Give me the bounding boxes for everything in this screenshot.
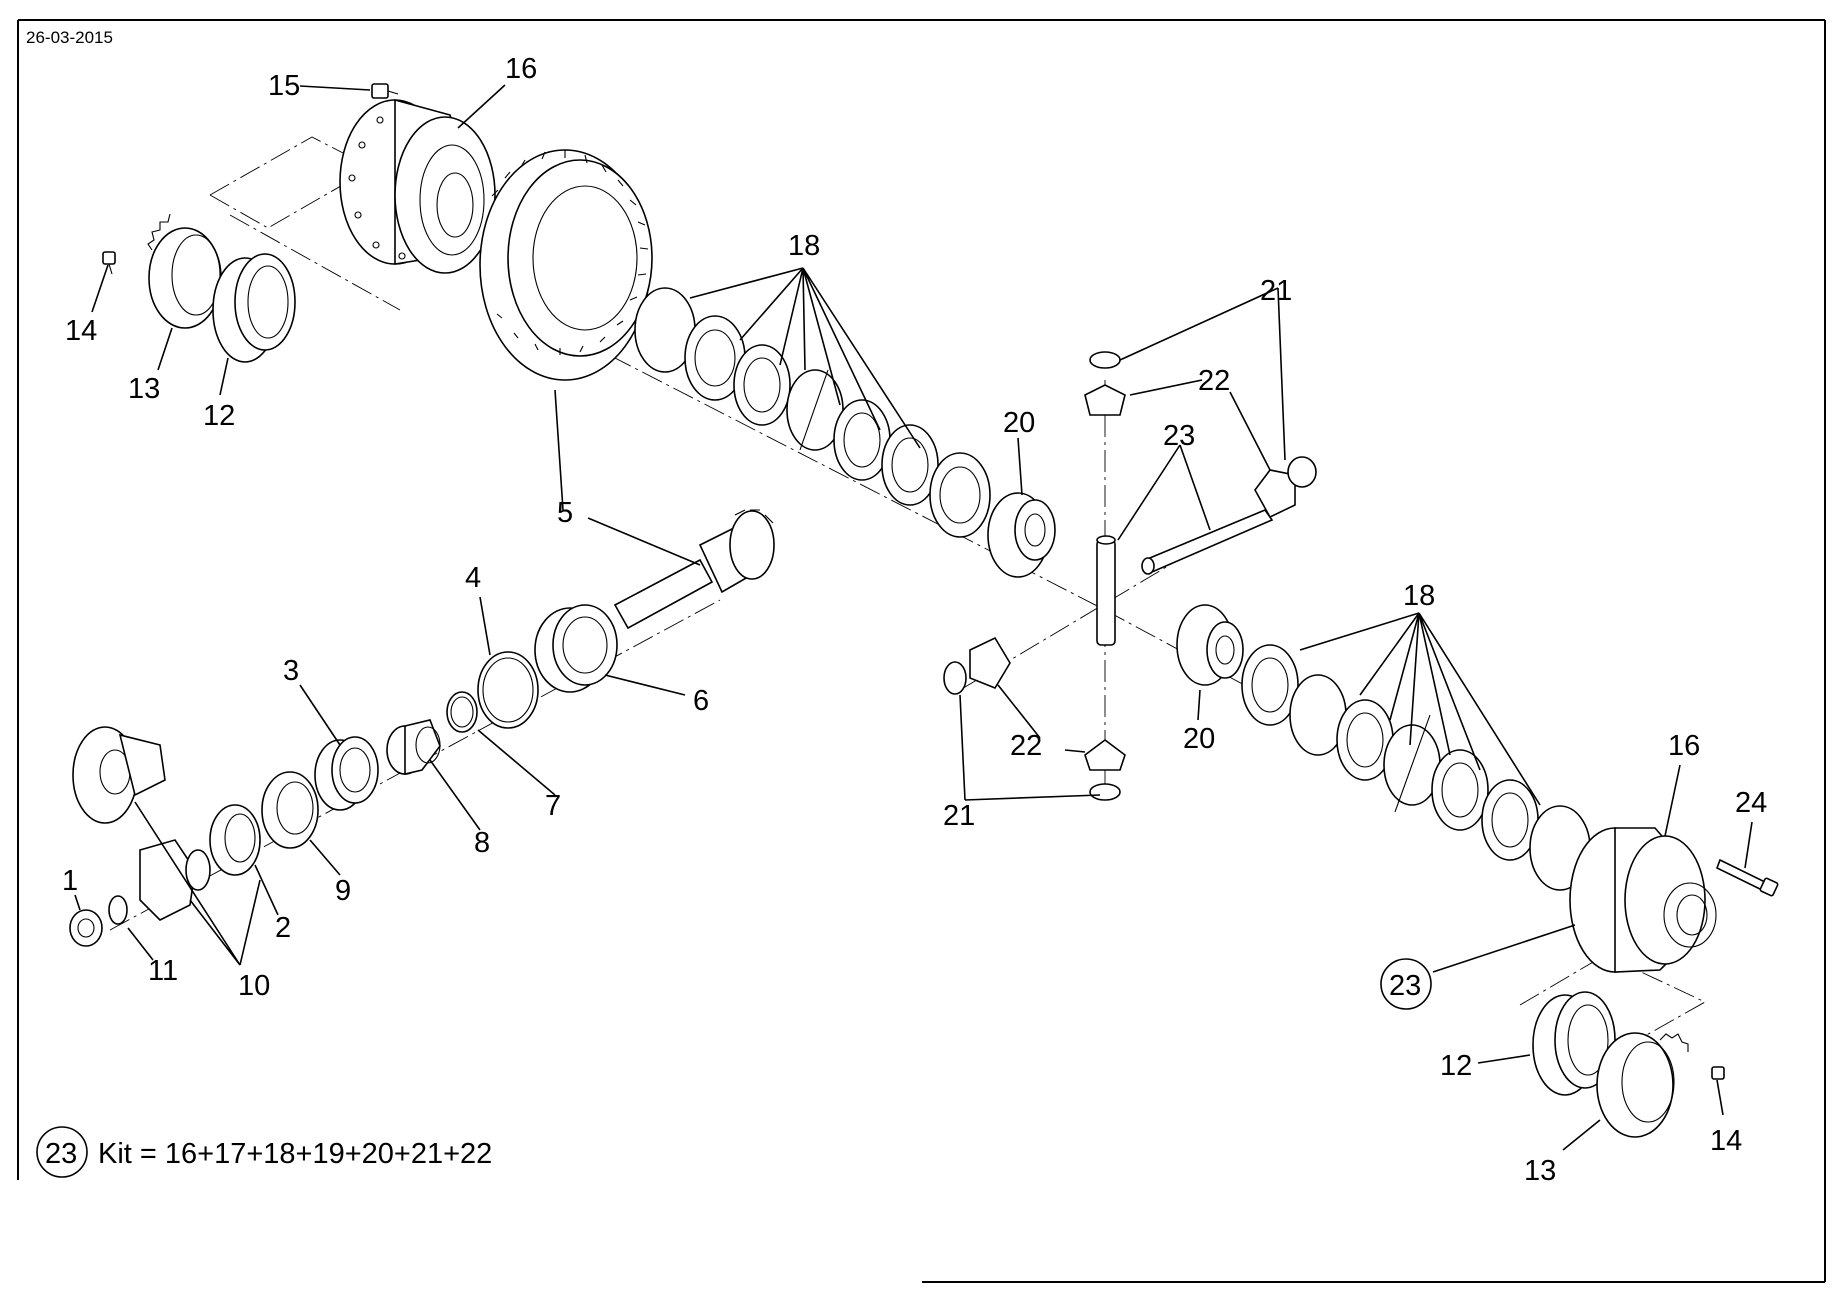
top-bolt-15 <box>371 83 399 99</box>
callout-22-top: 22 <box>1198 365 1230 397</box>
snap-ring-7 <box>446 691 478 733</box>
top-diff-housing-16 <box>339 98 496 274</box>
bottom-side-gear-20 <box>1176 604 1244 686</box>
kit-legend-number: 23 <box>45 1138 77 1170</box>
callout-5: 5 <box>557 497 573 529</box>
top-bearing-12 <box>212 253 296 363</box>
callout-16-bottom: 16 <box>1668 730 1700 762</box>
bottom-adjusting-nut-13 <box>1596 1032 1689 1138</box>
callout-11: 11 <box>148 955 178 987</box>
callout-18-bottom: 18 <box>1403 580 1435 612</box>
callout-24: 24 <box>1735 787 1767 819</box>
callout-6: 6 <box>693 685 709 717</box>
callout-4: 4 <box>465 562 481 594</box>
nut-1 <box>69 909 103 947</box>
bearing-3 <box>314 736 379 811</box>
top-disc-stack-18 <box>634 287 991 538</box>
callout-13-top: 13 <box>128 373 160 405</box>
callout-7: 7 <box>545 790 561 822</box>
kit-legend-circle <box>36 1126 88 1178</box>
callout-2: 2 <box>275 912 291 944</box>
callout-23-shaft: 23 <box>1163 420 1195 452</box>
callout-18-top: 18 <box>788 230 820 262</box>
o-ring-11 <box>108 895 128 925</box>
callout-10: 10 <box>238 970 270 1002</box>
bottom-screw-14 <box>1711 1066 1725 1080</box>
callout-labels: 15 16 14 13 12 18 20 21 22 23 5 4 6 3 7 … <box>62 53 1767 1187</box>
pinion-shaft <box>613 509 775 630</box>
callout-12-top: 12 <box>203 400 235 432</box>
center-lines <box>109 136 1706 1051</box>
kit-legend-text: Kit = 16+17+18+19+20+21+22 <box>98 1138 492 1170</box>
callout-15: 15 <box>268 70 300 102</box>
callout-21-bottom: 21 <box>943 800 975 832</box>
ring-gear-5 <box>479 149 653 381</box>
shim-4 <box>477 651 539 729</box>
drawing-date: 26-03-2015 <box>26 28 113 47</box>
bolt-24 <box>1715 858 1779 897</box>
callout-21-top: 21 <box>1260 275 1292 307</box>
seal-9 <box>261 771 319 849</box>
spider-cross-shaft-23 <box>1096 509 1274 646</box>
callout-12-bottom: 12 <box>1440 1050 1472 1082</box>
kit-legend: 23 Kit = 16+17+18+19+20+21+22 <box>36 1126 492 1178</box>
callout-9: 9 <box>335 875 351 907</box>
bottom-diff-housing-16 <box>1569 827 1717 973</box>
pinion-gears-22 <box>943 351 1317 801</box>
callout-20-bottom: 20 <box>1183 723 1215 755</box>
callout-1: 1 <box>62 865 78 897</box>
bearing-6 <box>534 604 618 693</box>
callout-14-bottom: 14 <box>1710 1125 1742 1157</box>
leader-lines <box>74 84 1753 1151</box>
seal-2 <box>209 804 261 876</box>
kit-callout-circle <box>1380 958 1432 1010</box>
callout-8: 8 <box>474 827 490 859</box>
yoke-10 <box>139 839 211 921</box>
callout-23-kit: 23 <box>1389 970 1421 1002</box>
bottom-disc-stack-18 <box>1241 644 1591 891</box>
callout-16-top: 16 <box>505 53 537 85</box>
callout-22-bottom-left: 22 <box>1010 730 1042 762</box>
drawing-frame <box>17 19 1826 1283</box>
spacer-8 <box>386 719 441 776</box>
top-screw-14 <box>102 251 116 275</box>
callout-14-top: 14 <box>65 315 97 347</box>
flange-10 <box>72 726 166 824</box>
callout-20-top: 20 <box>1003 407 1035 439</box>
top-adjusting-nut-13 <box>147 213 222 329</box>
top-side-gear-20 <box>987 492 1056 578</box>
callout-13-bottom: 13 <box>1524 1155 1556 1187</box>
callout-3: 3 <box>283 655 299 687</box>
